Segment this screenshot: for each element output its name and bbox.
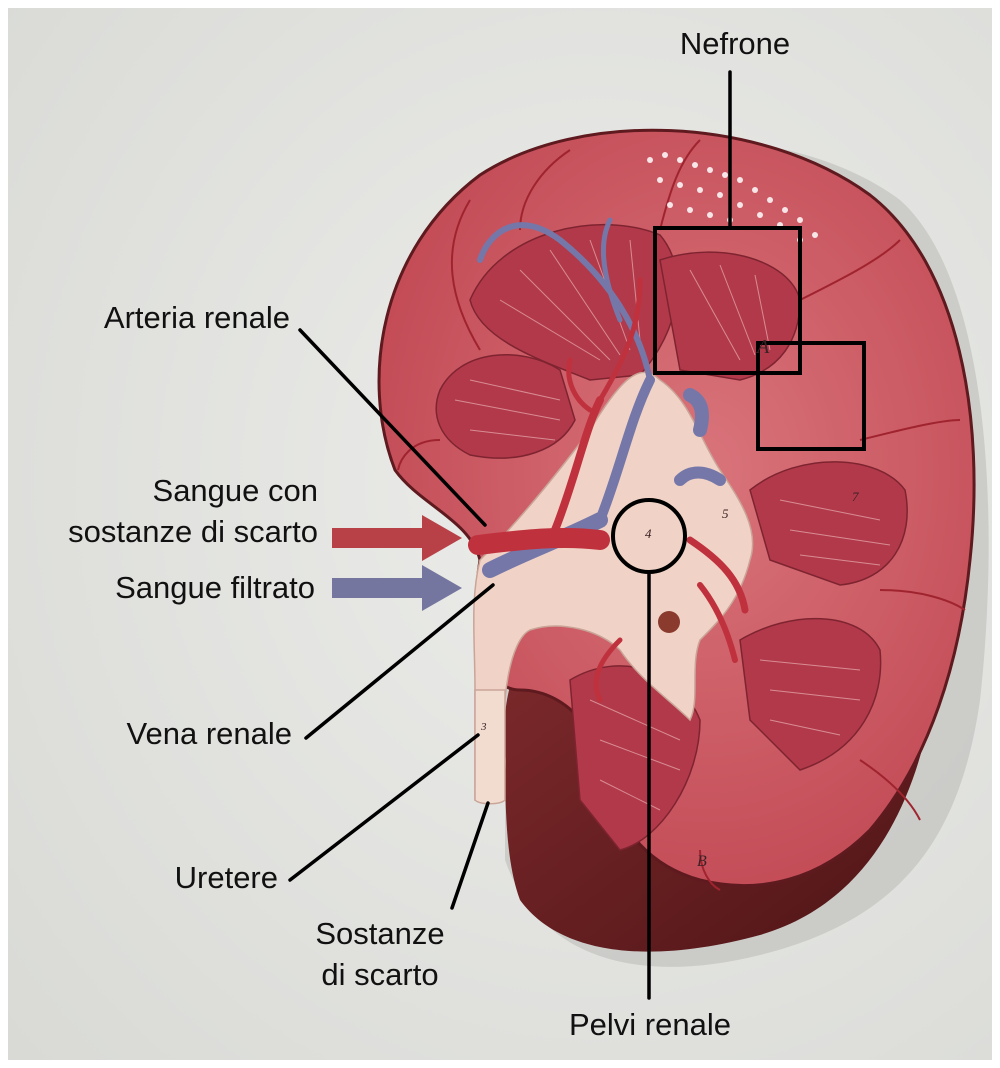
- label-sostanze-scarto-line1: Sostanze: [300, 916, 460, 952]
- label-sangue-scarto-line2: sostanze di scarto: [20, 514, 318, 550]
- ureter-shape: [475, 690, 505, 804]
- label-arteria-renale: Arteria renale: [50, 300, 290, 336]
- marking-region-a: A: [755, 336, 770, 358]
- marking-region-b: B: [697, 853, 707, 870]
- marking-number-4: 4: [645, 526, 652, 541]
- label-uretere: Uretere: [120, 860, 278, 896]
- label-sostanze-scarto-line2: di scarto: [300, 957, 460, 993]
- marking-number-5: 5: [722, 506, 729, 521]
- label-sangue-filtrato: Sangue filtrato: [40, 570, 315, 606]
- label-pelvi-renale: Pelvi renale: [530, 1007, 770, 1043]
- marking-number-3: 3: [480, 721, 487, 733]
- pelvis-node: [658, 611, 680, 633]
- label-sangue-scarto-line1: Sangue con: [30, 473, 318, 509]
- label-nefrone: Nefrone: [660, 26, 810, 62]
- marking-number-7: 7: [852, 489, 859, 504]
- label-vena-renale: Vena renale: [60, 716, 292, 752]
